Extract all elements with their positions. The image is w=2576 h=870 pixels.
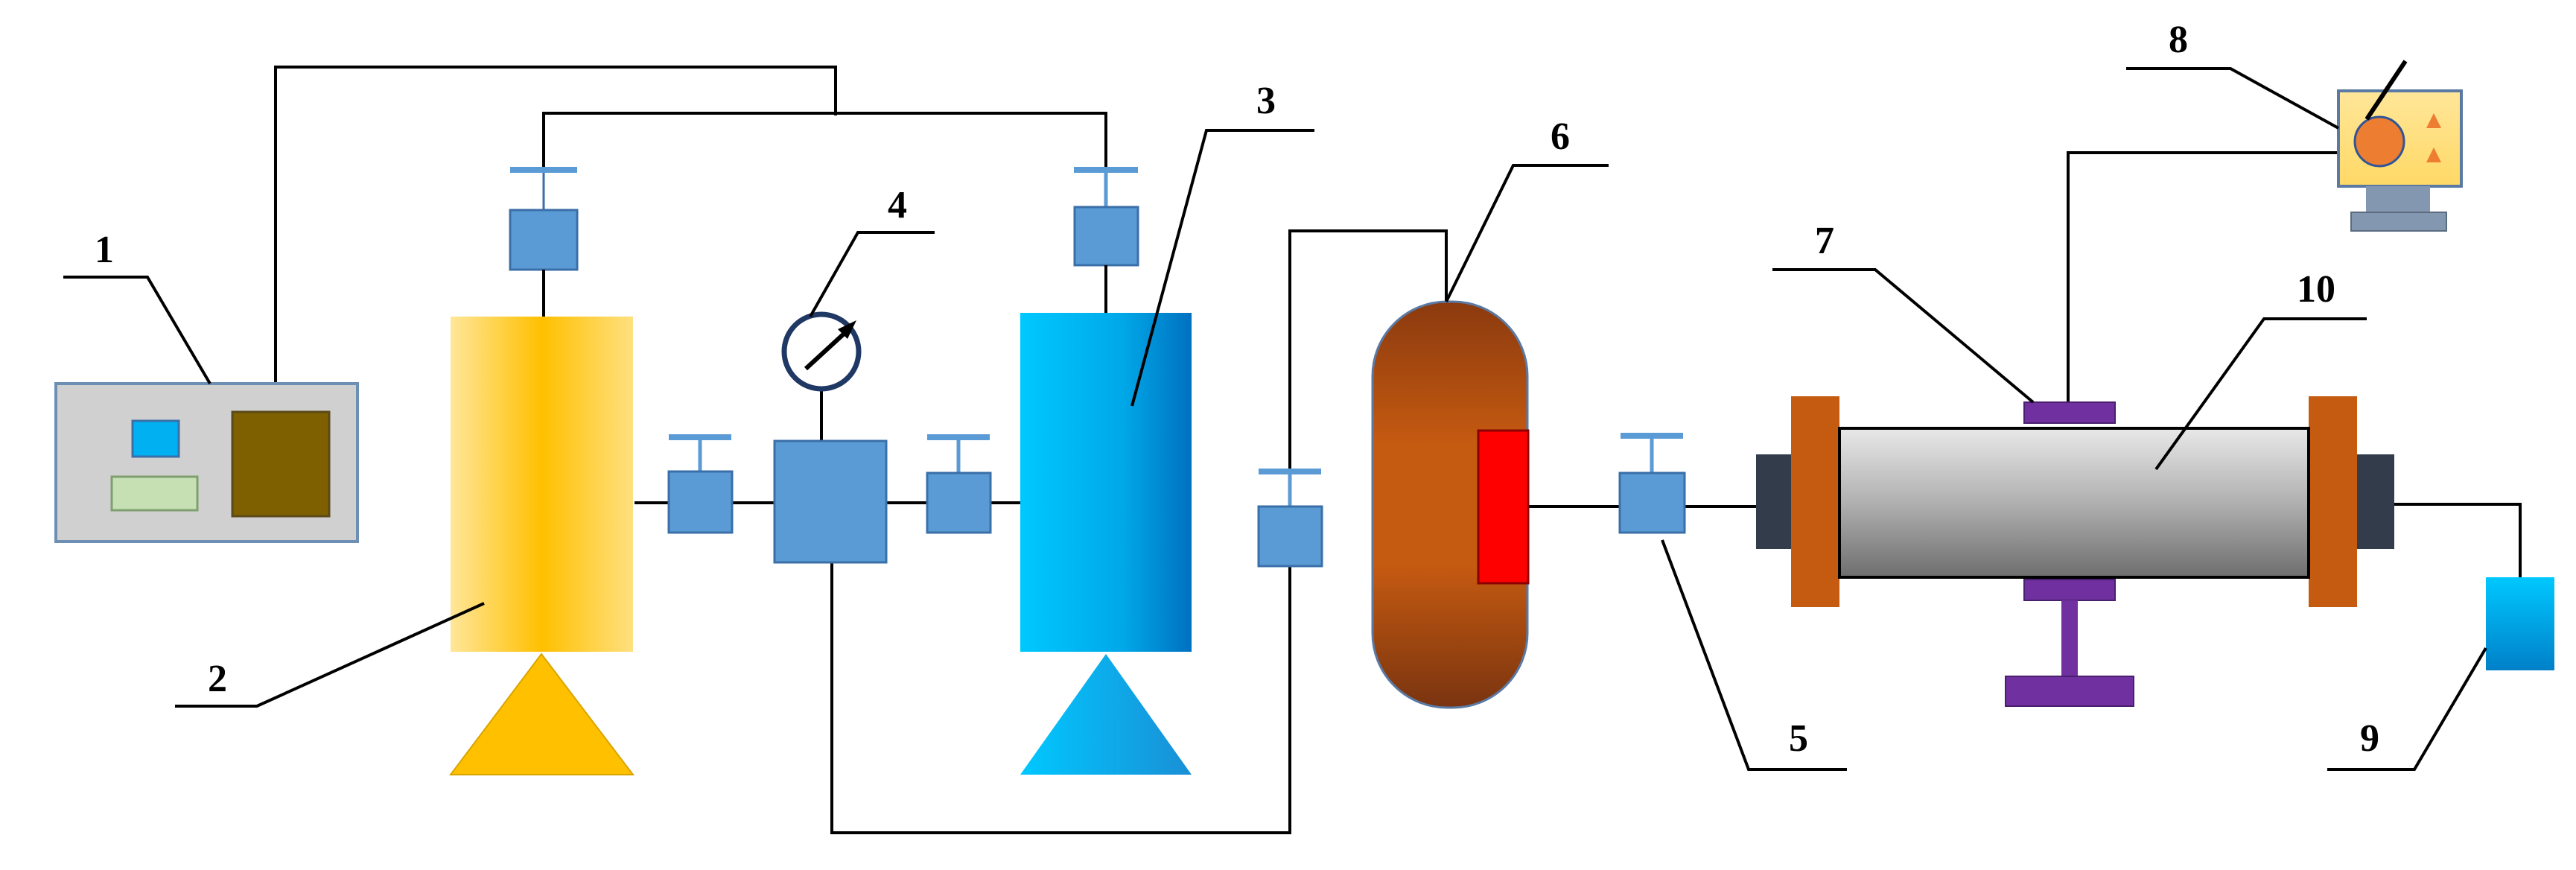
label-4: 4 [888,184,907,226]
monitor-neck [2366,186,2430,212]
valve-right-pipe[interactable] [926,434,992,534]
label-5: 5 [1789,717,1808,760]
right-flange [2309,396,2357,607]
left-end-cap [1756,454,1793,549]
blue-tank-stand [1020,654,1192,775]
warning-icon [2426,147,2441,162]
right-end-cap [2357,454,2394,549]
valve-yellow-tank-top[interactable] [509,167,579,317]
label-7: 7 [1815,220,1834,262]
warning-icon [2426,113,2441,128]
valve-blue-tank-top[interactable] [1073,167,1139,313]
bottom-probe [2023,579,2116,601]
yellow-tank-stand [448,652,635,775]
number-labels: 1 2 3 4 5 6 7 8 9 10 [95,19,2379,760]
blue-tank [1020,313,1192,775]
label-1: 1 [95,229,114,271]
top-probe [2023,401,2116,424]
valve-left-pipe[interactable] [667,434,734,534]
support-base [2005,676,2134,707]
left-flange [1791,396,1839,607]
yellow-tank [448,317,635,775]
valve-outlet[interactable] [1618,433,1686,534]
indicator-screen [131,419,180,458]
leader-lines [63,67,2487,771]
display-panel [231,410,331,518]
brown-vessel [1371,300,1530,709]
label-9: 9 [2360,717,2379,760]
label-10: 10 [2297,268,2335,311]
monitor-dial [2353,115,2405,168]
monitor-base [2350,212,2447,232]
core-cylinder [1838,427,2310,579]
support-post [2061,600,2078,676]
label-8: 8 [2169,19,2188,61]
manifold-block [773,439,888,564]
indicator-light [110,475,199,512]
control-wiring [274,66,1107,384]
pipework [635,151,2522,834]
label-2: 2 [208,658,227,700]
label-3: 3 [1256,80,1276,122]
valve-bypass[interactable] [1257,469,1323,568]
collection-beaker [2486,577,2554,670]
core-holder [1756,396,2394,707]
monitor [2337,60,2463,232]
control-panel [54,382,359,543]
pressure-gauge [781,311,862,392]
label-6: 6 [1551,115,1570,158]
red-window [1477,429,1530,585]
